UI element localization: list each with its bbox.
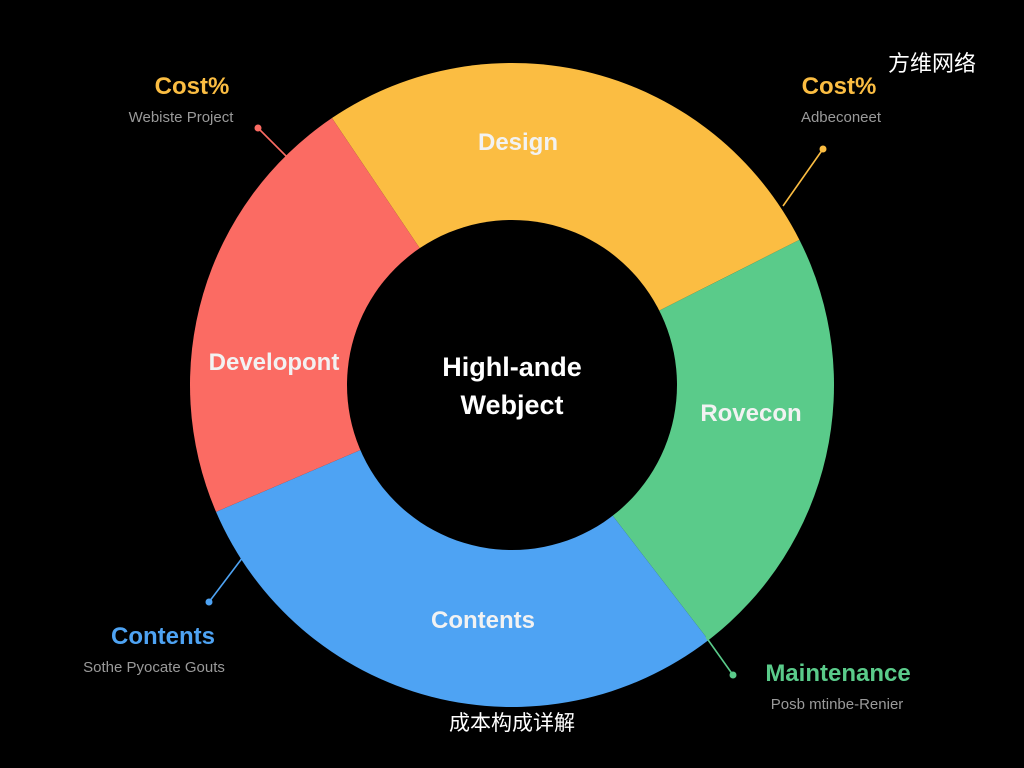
slice-label-rovecon: Rovecon (700, 400, 801, 427)
donut-hole (347, 220, 677, 550)
leader-dot-top-right (819, 145, 827, 153)
leader-dot-bottom-left (205, 598, 213, 606)
callout-title-top-right: Cost% (802, 73, 877, 100)
leader-line-bottom-left (208, 556, 244, 603)
callout-title-bottom-left: Contents (111, 623, 215, 650)
brand-label: 方维网络 (887, 52, 976, 77)
leader-line-top-left (257, 127, 289, 159)
chart-caption: 成本构成详解 (449, 711, 575, 735)
slice-label-design: Design (478, 129, 558, 156)
leader-line-bottom-right (705, 636, 734, 676)
callout-subtitle-top-right: Adbeconeet (801, 109, 882, 126)
callout-subtitle-bottom-left: Sothe Pyocate Gouts (83, 659, 225, 676)
leader-line-top-right (782, 148, 824, 207)
center-label-line-1: Highl-ande (442, 352, 582, 382)
center-label-line-2: Webject (460, 390, 563, 420)
callout-title-top-left: Cost% (155, 73, 230, 100)
leader-dot-bottom-right (729, 671, 737, 679)
slice-contents (216, 385, 709, 707)
leader-dot-top-left (254, 124, 262, 132)
slice-label-contents: Contents (431, 607, 535, 634)
callout-subtitle-top-left: Webiste Project (129, 109, 235, 126)
callout-title-bottom-right: Maintenance (765, 660, 910, 687)
callout-subtitle-bottom-right: Posb mtinbe-Renier (771, 696, 904, 713)
slice-design (331, 62, 800, 386)
slice-rovecon (512, 239, 835, 641)
slice-label-developont: Developont (209, 349, 340, 376)
